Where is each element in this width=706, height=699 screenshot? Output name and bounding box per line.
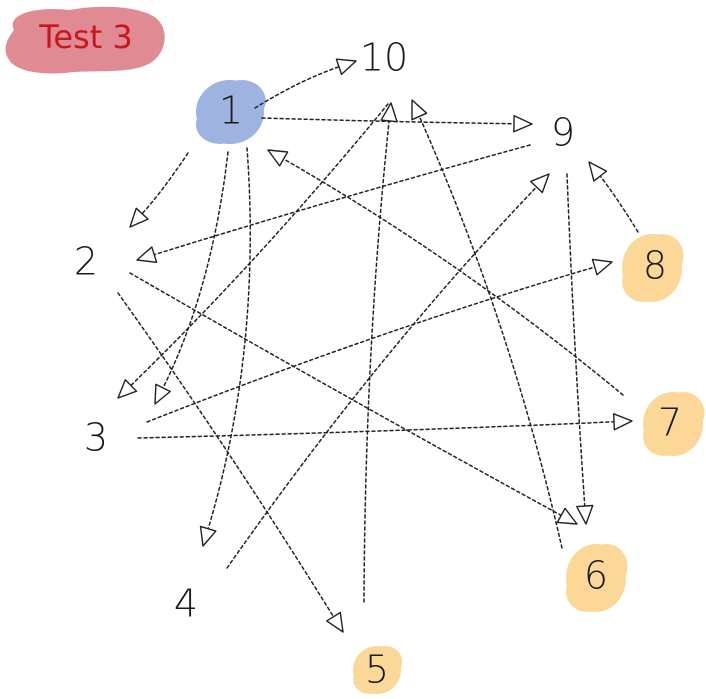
node-10-label: 10	[360, 36, 408, 80]
title-highlight	[5, 6, 165, 74]
arrowhead	[513, 115, 533, 133]
edge-1-to-10	[254, 58, 357, 109]
arrowhead	[199, 525, 217, 547]
arrowhead	[267, 149, 289, 167]
edge-10-to-3	[117, 103, 389, 399]
title-badge: Test 3	[5, 6, 165, 74]
edge-2-to-6	[129, 272, 578, 525]
edge-line	[566, 173, 586, 509]
arrowhead	[380, 102, 398, 123]
nodes: 1 2 3 4 5 6 7 8 9 10	[74, 36, 682, 692]
edge-line	[598, 173, 639, 233]
node-7-highlight	[643, 392, 705, 456]
arrowhead	[612, 413, 633, 431]
node-5-highlight	[353, 646, 403, 694]
node-5-label: 5	[365, 648, 389, 692]
edges	[117, 58, 639, 633]
node-8-label: 8	[643, 244, 667, 288]
node-1-label: 1	[219, 89, 243, 133]
edge-3-to-7	[137, 413, 633, 439]
edge-line	[417, 113, 563, 549]
node-highlights	[196, 80, 705, 694]
edge-line	[281, 157, 624, 396]
edge-7-to-1	[267, 149, 624, 396]
node-3-label: 3	[84, 416, 108, 460]
edge-line	[363, 118, 391, 603]
node-7-label: 7	[658, 401, 682, 445]
node-4-label: 4	[174, 582, 198, 626]
arrowhead	[129, 207, 149, 228]
edge-line	[161, 151, 229, 391]
arrowhead	[530, 173, 550, 194]
edge-line	[146, 265, 598, 423]
edge-line	[151, 144, 531, 256]
edge-1-to-3	[154, 151, 229, 405]
arrowhead	[326, 611, 344, 633]
node-1-highlight	[196, 80, 266, 144]
arrowhead	[335, 58, 357, 76]
arrowhead	[136, 246, 158, 263]
node-8-highlight	[622, 234, 684, 302]
edge-1-to-9	[261, 115, 533, 133]
edge-3-to-8	[146, 258, 613, 423]
edge-6-to-10	[411, 99, 563, 549]
arrowhead	[117, 379, 138, 399]
node-6-label: 6	[584, 554, 608, 598]
arrowhead	[588, 161, 608, 182]
edge-2-to-5	[117, 292, 344, 633]
node-9-label: 9	[551, 111, 575, 155]
edge-line	[254, 65, 342, 109]
edge-line	[261, 117, 517, 125]
node-2-label: 2	[74, 240, 98, 284]
edge-5-to-10	[363, 102, 398, 603]
edge-9-to-2	[136, 144, 531, 263]
arrowhead	[411, 99, 428, 121]
edge-9-to-4	[566, 173, 594, 525]
edge-1-to-6	[199, 147, 251, 547]
edge-line	[129, 272, 564, 518]
arrowhead	[556, 507, 578, 525]
arrowhead	[576, 504, 594, 525]
edge-line	[226, 184, 539, 569]
edge-4-to-9	[226, 173, 550, 569]
edge-8-to-9	[588, 161, 639, 233]
arrowhead	[591, 258, 613, 276]
node-6-highlight	[566, 544, 628, 612]
edge-line	[206, 147, 251, 532]
title-text: Test 3	[38, 18, 133, 56]
edge-1-to-2	[129, 152, 189, 228]
edge-line	[128, 103, 389, 388]
edge-line	[117, 292, 336, 620]
arrowhead	[154, 383, 171, 405]
edge-line	[137, 420, 617, 439]
edge-line	[140, 152, 189, 216]
